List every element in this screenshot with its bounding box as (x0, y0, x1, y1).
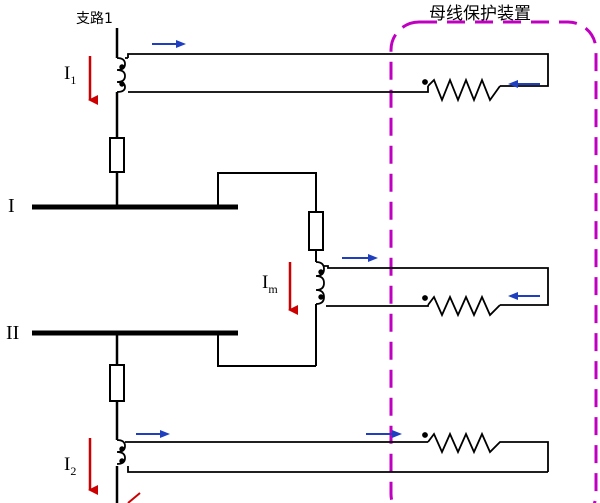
bus-2-label: II (6, 322, 19, 344)
ct-2 (116, 431, 549, 473)
i2-label: I2 (64, 454, 76, 478)
device-label: 母线保护装置 (429, 4, 531, 24)
i1-label: I1 (64, 63, 76, 87)
bus-coupler (217, 172, 324, 367)
ct-m (315, 261, 549, 318)
ct-1 (116, 53, 549, 103)
protection-device-box (389, 20, 598, 503)
bottom-red-arrow (127, 492, 141, 503)
branch-1-label: 支路1 (76, 11, 113, 27)
flow-arrows (136, 40, 540, 438)
im-label: Im (262, 272, 278, 296)
bus-1-label: I (8, 195, 15, 217)
branch-2 (109, 333, 125, 503)
branch-1 (109, 28, 125, 207)
